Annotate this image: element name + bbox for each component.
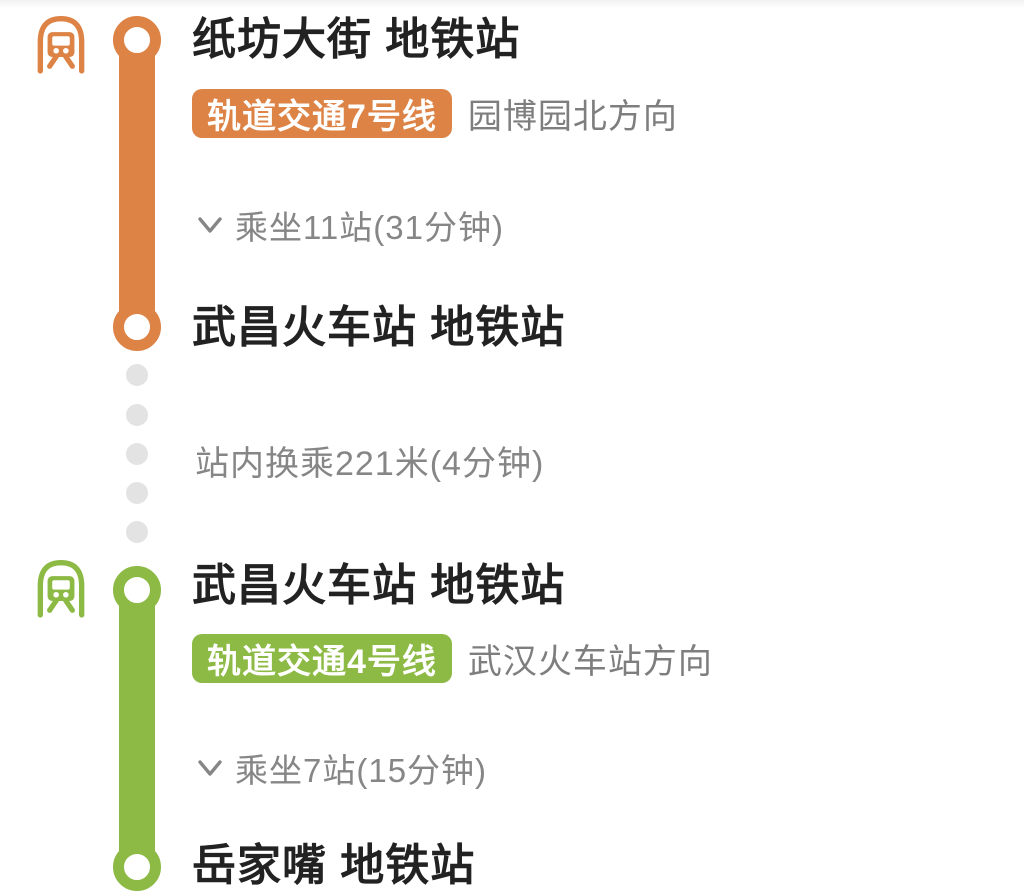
route-line-line4	[119, 590, 155, 867]
ride-summary-label: 乘坐11站(31分钟)	[235, 209, 504, 246]
transfer-dot	[126, 404, 148, 426]
departure-station-name[interactable]: 纸坊大街 地铁站	[192, 15, 521, 64]
metro-icon	[30, 12, 92, 74]
transfer-dot	[126, 521, 148, 543]
station-marker-start-line7	[113, 16, 161, 64]
line-badge-line4: 轨道交通4号线	[192, 634, 452, 683]
route-line-line7	[119, 40, 155, 327]
transfer-dot	[126, 443, 148, 465]
chevron-down-icon	[198, 760, 222, 776]
line-info-row-line7: 轨道交通7号线 园博园北方向	[192, 89, 678, 138]
metro-icon	[30, 556, 92, 618]
chevron-down-icon	[198, 217, 222, 233]
top-divider	[0, 0, 1024, 8]
ride-summary-line4[interactable]: 乘坐7站(15分钟)	[193, 744, 487, 792]
line-badge-line7: 轨道交通7号线	[192, 89, 452, 138]
line-info-row-line4: 轨道交通4号线 武汉火车站方向	[192, 634, 713, 683]
transfer-walk-label: 站内换乘221米(4分钟)	[195, 445, 545, 483]
direction-label: 园博园北方向	[467, 98, 678, 136]
transfer-dot	[126, 364, 148, 386]
ride-summary-line7[interactable]: 乘坐11站(31分钟)	[193, 201, 504, 249]
arrival-station-name[interactable]: 岳家嘴 地铁站	[192, 841, 476, 890]
station-marker-end-line4	[113, 843, 161, 891]
transfer-dot	[126, 482, 148, 504]
transfer-departure-station-name[interactable]: 武昌火车站 地铁站	[192, 561, 566, 610]
ride-summary-label: 乘坐7站(15分钟)	[235, 752, 488, 789]
station-marker-start-line4	[113, 566, 161, 614]
station-marker-end-line7	[113, 303, 161, 351]
direction-label: 武汉火车站方向	[467, 643, 713, 681]
transfer-arrival-station-name[interactable]: 武昌火车站 地铁站	[192, 303, 566, 352]
